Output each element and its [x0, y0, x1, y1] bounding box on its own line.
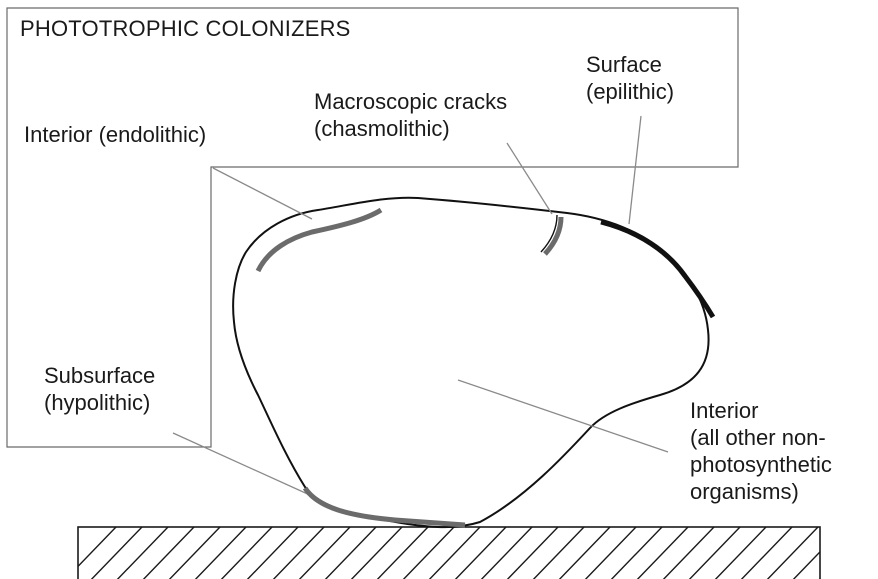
- ground-surface: [78, 527, 820, 579]
- label-interior-line4: organisms): [690, 478, 832, 505]
- label-interior-line1: Interior: [690, 397, 832, 424]
- hatch-line: [840, 527, 878, 579]
- label-endolithic: Interior (endolithic): [24, 121, 206, 148]
- hypolithic-colonizer-mark: [305, 488, 465, 525]
- hatch-line: [658, 527, 714, 579]
- hatch-line: [112, 527, 168, 579]
- endolithic-colonizer-mark: [258, 210, 381, 271]
- label-interior-other: Interior (all other non- photosynthetic …: [690, 397, 832, 505]
- hatch-line: [684, 527, 740, 579]
- label-hypolithic-line1: Subsurface: [44, 362, 155, 389]
- callout-line-chasmolithic: [507, 143, 552, 214]
- hatch-line: [554, 527, 610, 579]
- hatch-line: [372, 527, 428, 579]
- hatch-line: [788, 527, 844, 579]
- hatch-line: [502, 527, 558, 579]
- hatch-line: [242, 527, 298, 579]
- diagram-title: PHOTOTROPHIC COLONIZERS: [20, 15, 351, 42]
- rock-outline: [233, 198, 708, 527]
- hatch-line: [60, 527, 116, 579]
- label-epilithic-line2: (epilithic): [586, 78, 674, 105]
- hatch-line: [268, 527, 324, 579]
- label-chasmolithic: Macroscopic cracks (chasmolithic): [314, 88, 507, 142]
- hatch-line: [190, 527, 246, 579]
- label-hypolithic-line2: (hypolithic): [44, 389, 155, 416]
- hatch-line: [294, 527, 350, 579]
- hatch-line: [164, 527, 220, 579]
- label-interior-line3: photosynthetic: [690, 451, 832, 478]
- hatch-line: [476, 527, 532, 579]
- hatch-line: [216, 527, 272, 579]
- hatch-line: [866, 527, 878, 579]
- hatch-line: [580, 527, 636, 579]
- label-interior-line2: (all other non-: [690, 424, 832, 451]
- label-epilithic-line1: Surface: [586, 51, 674, 78]
- hatch-line: [424, 527, 480, 579]
- ground-hatching: [60, 527, 878, 579]
- hatch-line: [528, 527, 584, 579]
- diagram-title-text: PHOTOTROPHIC COLONIZERS: [20, 15, 351, 42]
- callout-line-epilithic: [629, 116, 641, 224]
- label-chasmolithic-line1: Macroscopic cracks: [314, 88, 507, 115]
- hatch-line: [346, 527, 402, 579]
- hatch-line: [320, 527, 376, 579]
- label-epilithic: Surface (epilithic): [586, 51, 674, 105]
- hatch-line: [606, 527, 662, 579]
- hatch-line: [138, 527, 194, 579]
- epilithic-colonizer-mark: [601, 222, 713, 317]
- hatch-line: [762, 527, 818, 579]
- hatch-line: [814, 527, 870, 579]
- callout-line-interior: [458, 380, 668, 452]
- hatch-line: [736, 527, 792, 579]
- hatch-line: [710, 527, 766, 579]
- callout-line-endolithic: [213, 168, 312, 219]
- hatch-line: [398, 527, 454, 579]
- hatch-line: [632, 527, 688, 579]
- hatch-line: [86, 527, 142, 579]
- label-endolithic-line1: Interior (endolithic): [24, 121, 206, 148]
- hatch-line: [450, 527, 506, 579]
- label-hypolithic: Subsurface (hypolithic): [44, 362, 155, 416]
- label-chasmolithic-line2: (chasmolithic): [314, 115, 507, 142]
